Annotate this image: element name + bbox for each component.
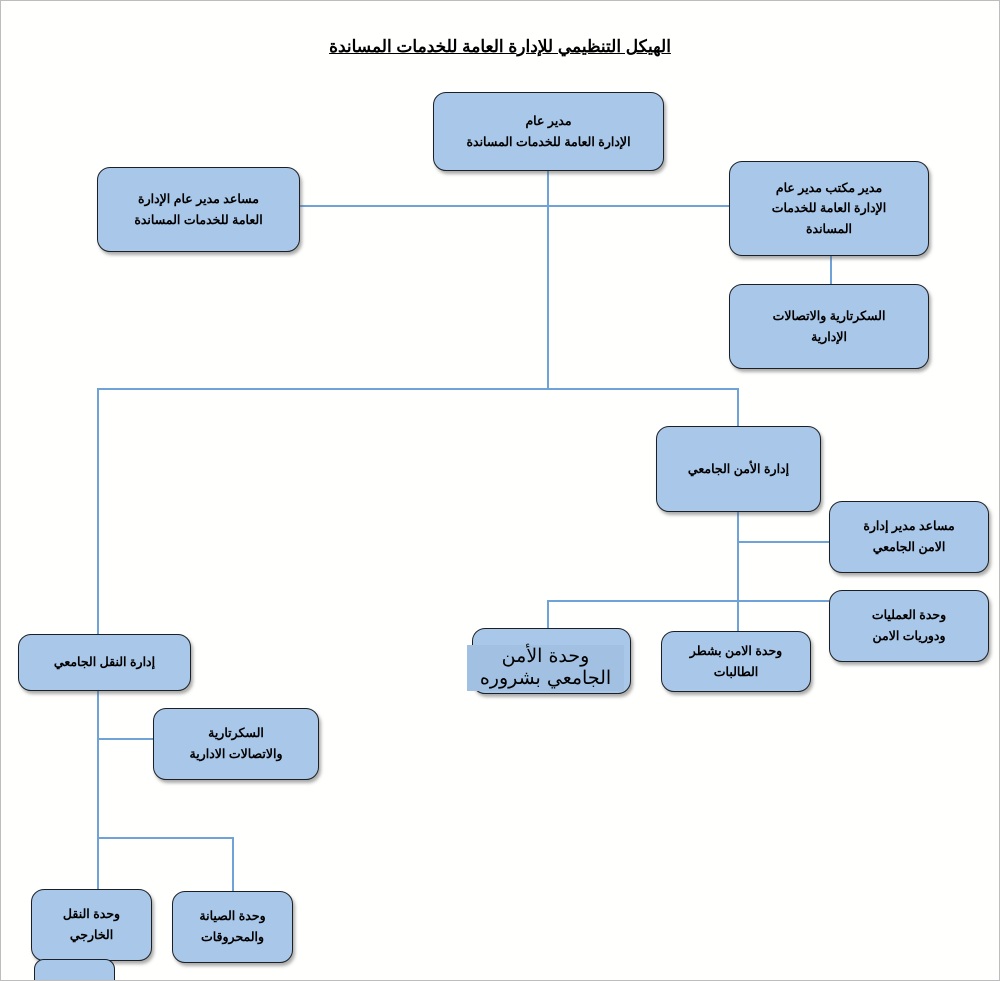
node-line: وحدة الامن بشطر — [689, 643, 783, 658]
connector-sharurah-vertical — [547, 601, 549, 628]
connector-security-units-horizontal — [547, 600, 829, 602]
node-line: العامة للخدمات المساندة — [134, 212, 263, 227]
org-node-university-transport-admin: إدارة النقل الجامعي — [18, 634, 191, 691]
org-node-partial-bottom — [34, 959, 115, 980]
node-line: الطالبات — [713, 664, 759, 679]
node-line: مدير عام — [525, 113, 572, 128]
node-line: والاتصالات الادارية — [189, 747, 283, 761]
node-line: مساعد مدير عام الإدارة — [138, 191, 259, 206]
connector-right-branch-vertical — [737, 389, 739, 426]
org-node-external-transport-unit: وحدة النقل الخارجي — [31, 889, 152, 961]
org-node-office-manager: مدير مكتب مدير عام الإدارة العامة للخدما… — [729, 161, 929, 256]
connector-transport-down-vertical — [97, 691, 99, 889]
connector-bottom-branch-horizontal — [97, 837, 234, 839]
connector-security-down-vertical — [737, 512, 739, 631]
org-node-admin-secretariat-left: السكرتارية والاتصالات الادارية — [153, 708, 319, 780]
chart-title: الهيكل التنظيمي للإدارة العامة للخدمات ا… — [329, 37, 671, 56]
node-line: الإدارة العامة للخدمات المساندة — [466, 134, 631, 149]
node-line: الإدارية — [811, 329, 847, 344]
node-line: الجامعي بشروره — [479, 667, 612, 689]
connector-left-branch-vertical — [97, 389, 99, 634]
node-line: والمحروقات — [200, 930, 265, 944]
connector-secretariat-left-horizontal — [98, 738, 153, 740]
node-line: وحدة الصيانة — [199, 909, 266, 924]
org-node-director-general: مدير عام الإدارة العامة للخدمات المساندة — [433, 92, 664, 171]
org-node-assistant-director-general: مساعد مدير عام الإدارة العامة للخدمات ال… — [97, 167, 300, 252]
sharurah-text-overlay: وحدة الأمن الجامعي بشروره — [467, 645, 624, 691]
node-line: الإدارة العامة للخدمات — [771, 201, 887, 216]
node-line: ودوريات الامن — [872, 629, 946, 643]
org-node-security-assistant-director: مساعد مدير إدارة الامن الجامعي — [829, 501, 989, 573]
connector-security-assistant-horizontal — [738, 541, 829, 543]
node-line: وحدة الأمن — [501, 645, 590, 668]
node-line: الامن الجامعي — [872, 540, 946, 554]
node-line: إدارة النقل الجامعي — [53, 655, 156, 670]
node-line: مدير مكتب مدير عام — [775, 180, 883, 195]
node-line: السكرتارية — [208, 726, 264, 741]
org-node-maintenance-fuel-unit: وحدة الصيانة والمحروقات — [172, 891, 293, 963]
org-node-female-section-security-unit: وحدة الامن بشطر الطالبات — [661, 631, 811, 692]
connector-director-vertical — [547, 171, 549, 389]
org-node-admin-secretariat-right: السكرتارية والاتصالات الإدارية — [729, 284, 929, 369]
node-line: الخارجي — [69, 928, 114, 942]
node-line: مساعد مدير إدارة — [863, 519, 955, 534]
node-line: المساندة — [805, 221, 853, 236]
connector-maintenance-vertical — [232, 837, 234, 891]
org-node-university-security-admin: إدارة الأمن الجامعي — [656, 426, 821, 512]
node-line: وحدة العمليات — [871, 608, 947, 623]
org-node-operations-patrols-unit: وحدة العمليات ودوريات الامن — [829, 590, 989, 662]
connector-assistant-office-horizontal — [300, 205, 729, 207]
connector-main-horizontal — [97, 388, 739, 390]
node-line: وحدة النقل — [62, 907, 121, 922]
connector-office-to-secretariat — [830, 256, 832, 284]
node-line: إدارة الأمن الجامعي — [687, 461, 790, 476]
node-line: السكرتارية والاتصالات — [772, 308, 886, 323]
